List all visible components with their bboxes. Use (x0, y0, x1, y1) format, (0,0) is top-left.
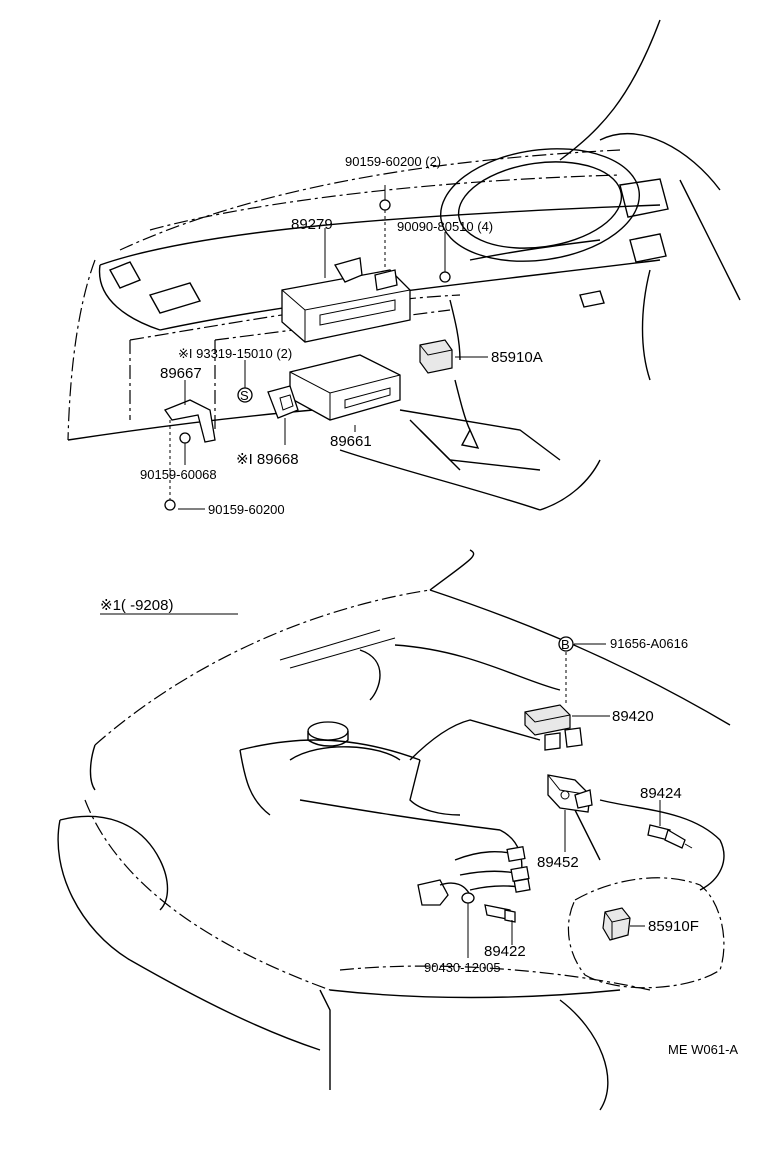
label-85910A: 85910A (491, 349, 543, 366)
note-header: ※1( -9208) (100, 597, 173, 614)
leader-lines-top (178, 228, 488, 510)
label-89667: 89667 (160, 365, 202, 382)
dashboard-outline (67, 19, 741, 511)
part-90430-washer (461, 892, 475, 904)
label-89452: 89452 (537, 854, 579, 871)
part-89668-clip (267, 385, 299, 419)
label-90159-60200: 90159-60200 (208, 502, 285, 517)
part-85910F-relay (602, 907, 631, 941)
engine-bay-outline (57, 549, 731, 1111)
part-89420-sensor (524, 652, 583, 751)
s-mark-text: S (240, 388, 249, 403)
part-89667-bracket (163, 399, 216, 443)
label-89422: 89422 (484, 943, 526, 960)
label-90090-80510-4: 90090-80510 (4) (397, 219, 493, 234)
part-85910A-relay (419, 339, 453, 374)
label-93319-15010-2: ※I 93319-15010 (2) (178, 346, 292, 361)
b-mark-circle (558, 636, 574, 652)
label-85910F: 85910F (648, 918, 699, 935)
leader-lines-bottom (467, 643, 661, 958)
label-90159-60200-2: 90159-60200 (2) (345, 154, 441, 169)
figure-code: ME W061-A (668, 1042, 738, 1057)
label-89420: 89420 (612, 708, 654, 725)
label-90430-12005: 90430-12005 (424, 960, 501, 975)
part-89452-bracket (547, 774, 593, 813)
label-90159-60068: 90159-60068 (140, 467, 217, 482)
part-89279-module (281, 257, 411, 343)
label-89668: ※I 89668 (236, 451, 299, 468)
b-mark-text: B (561, 637, 570, 652)
label-89661: 89661 (330, 433, 372, 450)
screw-fasteners-top (164, 185, 451, 511)
part-89424-sensor (647, 824, 693, 849)
label-91656-A0616: 91656-A0616 (610, 636, 688, 651)
label-89424: 89424 (640, 785, 682, 802)
part-89422-sensor (417, 879, 516, 923)
label-89279: 89279 (291, 216, 333, 233)
